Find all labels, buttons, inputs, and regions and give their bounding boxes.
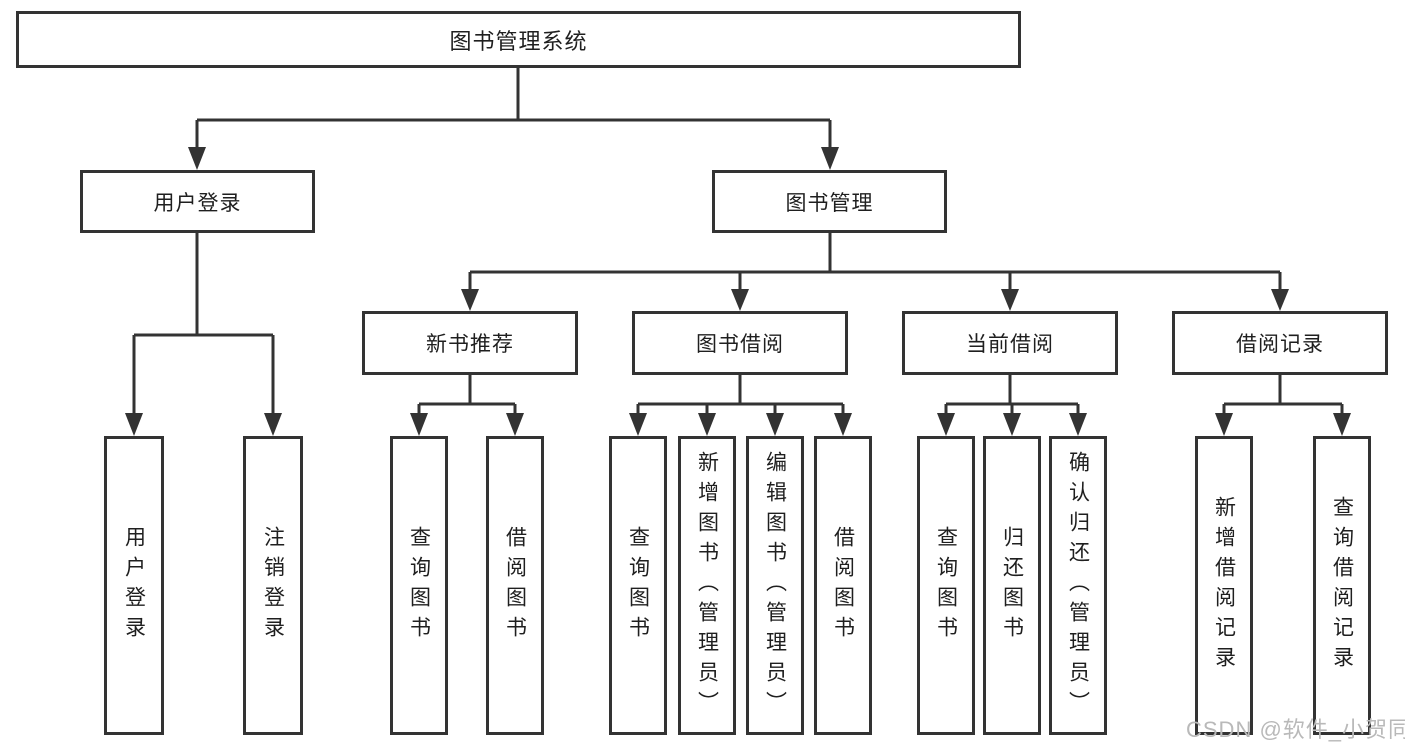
leaf-query-borrow-record: 查询借阅记录 bbox=[1313, 436, 1371, 735]
leaf-query-books-3-label: 查询图书 bbox=[934, 525, 958, 646]
node-new-book-recommend-label: 新书推荐 bbox=[426, 333, 514, 356]
node-book-management-branch: 图书管理 bbox=[712, 170, 947, 233]
leaf-borrow-books-1: 借阅图书 bbox=[486, 436, 544, 735]
csdn-watermark: CSDN @软件_小贺同学 bbox=[1186, 717, 1405, 742]
node-user-login-branch-label: 用户登录 bbox=[153, 191, 242, 215]
node-book-borrowing: 图书借阅 bbox=[632, 311, 848, 375]
leaf-add-borrow-record-label: 新增借阅记录 bbox=[1212, 495, 1236, 676]
node-book-borrowing-label: 图书借阅 bbox=[696, 333, 784, 356]
leaf-query-books-1-label: 查询图书 bbox=[407, 525, 431, 646]
leaf-return-books-label: 归还图书 bbox=[1000, 525, 1024, 646]
leaf-logout: 注销登录 bbox=[243, 436, 303, 735]
node-new-book-recommend: 新书推荐 bbox=[362, 311, 578, 375]
leaf-edit-books-admin: 编辑图书（管理员） bbox=[746, 436, 804, 735]
leaf-user-login: 用户登录 bbox=[104, 436, 164, 735]
leaf-query-books-2-label: 查询图书 bbox=[626, 525, 650, 646]
leaf-borrow-books-1-label: 借阅图书 bbox=[503, 525, 527, 646]
leaf-add-books-admin-label: 新增图书（管理员） bbox=[695, 450, 719, 721]
node-library-management-system-label: 图书管理系统 bbox=[449, 28, 588, 54]
leaf-add-borrow-record: 新增借阅记录 bbox=[1195, 436, 1253, 735]
leaf-add-books-admin: 新增图书（管理员） bbox=[678, 436, 736, 735]
leaf-confirm-return-admin: 确认归还（管理员） bbox=[1049, 436, 1107, 735]
leaf-return-books: 归还图书 bbox=[983, 436, 1041, 735]
node-current-borrowing: 当前借阅 bbox=[902, 311, 1118, 375]
node-borrowing-records: 借阅记录 bbox=[1172, 311, 1388, 375]
leaf-borrow-books-2-label: 借阅图书 bbox=[831, 525, 855, 646]
leaf-user-login-label: 用户登录 bbox=[122, 525, 146, 646]
node-library-management-system: 图书管理系统 bbox=[16, 11, 1021, 68]
leaf-edit-books-admin-label: 编辑图书（管理员） bbox=[763, 450, 787, 721]
leaf-query-books-2: 查询图书 bbox=[609, 436, 667, 735]
node-current-borrowing-label: 当前借阅 bbox=[966, 333, 1054, 356]
leaf-query-borrow-record-label: 查询借阅记录 bbox=[1330, 495, 1354, 676]
node-borrowing-records-label: 借阅记录 bbox=[1236, 333, 1324, 356]
leaf-query-books-3: 查询图书 bbox=[917, 436, 975, 735]
node-book-management-branch-label: 图书管理 bbox=[785, 191, 874, 215]
leaf-borrow-books-2: 借阅图书 bbox=[814, 436, 872, 735]
leaf-confirm-return-admin-label: 确认归还（管理员） bbox=[1066, 450, 1090, 721]
leaf-query-books-1: 查询图书 bbox=[390, 436, 448, 735]
node-user-login-branch: 用户登录 bbox=[80, 170, 315, 233]
leaf-logout-label: 注销登录 bbox=[261, 525, 285, 646]
